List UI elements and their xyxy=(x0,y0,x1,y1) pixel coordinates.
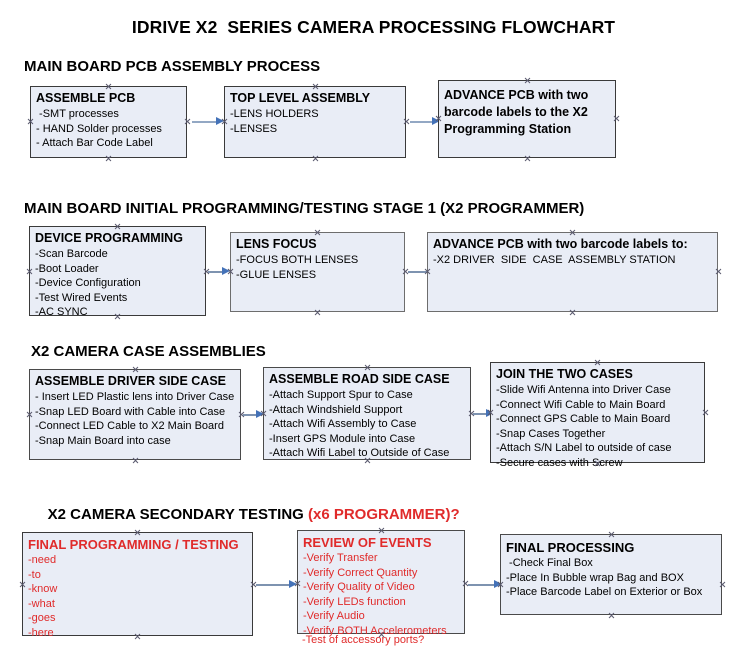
box-title: JOIN THE TWO CASES xyxy=(496,367,633,381)
box-line: -Attach Windshield Support xyxy=(269,403,403,416)
box-line: -Attach Wifi Assembly to Case xyxy=(269,418,417,430)
box-line: -to xyxy=(28,568,41,581)
box-line: -Place In Bubble wrap Bag and BOX xyxy=(506,571,684,584)
box-line: -Insert GPS Module into Case xyxy=(269,432,416,445)
box-line: -Secure cases with Screw xyxy=(496,456,623,469)
box-device-programming[interactable]: DEVICE PROGRAMMING -Scan Barcode -Boot L… xyxy=(29,226,206,318)
box-line: -Verify LEDs function xyxy=(303,595,406,608)
box-title: DEVICE PROGRAMMING xyxy=(35,231,183,245)
box-line: -Attach S/N Label to outside of case xyxy=(496,442,672,454)
box-line: -need xyxy=(28,554,57,566)
box-line: -goes xyxy=(28,612,56,624)
box-line: -Device Configuration xyxy=(35,277,141,289)
box-line: -here xyxy=(28,626,54,639)
section-heading-2: MAIN BOARD INITIAL PROGRAMMING/TESTING S… xyxy=(24,200,585,217)
box-line: -Connect Wifi Cable to Main Board xyxy=(496,398,666,411)
box-title: LENS FOCUS xyxy=(236,237,317,251)
box-line: -Snap Cases Together xyxy=(496,427,606,440)
box-line: -LENS HOLDERS xyxy=(230,108,319,120)
section-heading-4: X2 CAMERA SECONDARY TESTING (x6 PROGRAMM… xyxy=(31,489,460,540)
box-line: -Verify Correct Quantity xyxy=(303,566,418,579)
box-line: -X2 DRIVER SIDE CASE ASSEMBLY STATION xyxy=(433,254,676,266)
arrow-review-to-finalprocessing xyxy=(468,580,502,589)
box-advance-pcb-station[interactable]: ADVANCE PCB with two barcode labels to t… xyxy=(438,80,616,158)
box-line: - Attach Bar Code Label xyxy=(36,137,153,149)
box-title: ADVANCE PCB with two barcode labels to: xyxy=(433,237,688,251)
box-title: ASSEMBLE ROAD SIDE CASE xyxy=(269,372,450,386)
box-assemble-road-side-case[interactable]: ASSEMBLE ROAD SIDE CASE -Attach Support … xyxy=(263,367,471,460)
box-final-programming-testing[interactable]: FINAL PROGRAMMING / TESTING -need -to -k… xyxy=(22,532,253,639)
box-title: FINAL PROCESSING xyxy=(506,540,635,555)
box-line: -Slide Wifi Antenna into Driver Case xyxy=(496,384,671,396)
section-heading-4-accent: (x6 PROGRAMMER)? xyxy=(307,506,460,523)
box-line: -know xyxy=(28,583,58,595)
box-title: REVIEW OF EVENTS xyxy=(303,535,432,550)
box-line: -Verify BOTH Accelerometers xyxy=(303,624,447,637)
box-join-the-two-cases[interactable]: JOIN THE TWO CASES -Slide Wifi Antenna i… xyxy=(490,362,705,469)
box-top-level-assembly[interactable]: TOP LEVEL ASSEMBLY -LENS HOLDERS -LENSES xyxy=(224,86,406,158)
box-line: - Insert LED Plastic lens into Driver Ca… xyxy=(35,391,235,403)
section-heading-3: X2 CAMERA CASE ASSEMBLIES xyxy=(31,343,266,360)
box-advance-pcb-driver-side[interactable]: ADVANCE PCB with two barcode labels to: … xyxy=(427,232,718,312)
box-line: -Test Wired Events xyxy=(35,291,128,304)
box-line: -Verify Quality of Video xyxy=(303,581,415,593)
box-line: -Place Barcode Label on Exterior or Box xyxy=(506,586,703,598)
box-title: TOP LEVEL ASSEMBLY xyxy=(230,91,371,105)
box-line: -what xyxy=(28,597,55,610)
box-line: -Connect GPS Cable to Main Board xyxy=(496,413,671,425)
arrow-finalprog-to-review xyxy=(256,580,297,589)
box-line: -Snap Main Board into case xyxy=(35,434,171,447)
box-assemble-pcb[interactable]: ASSEMBLE PCB -SMT processes - HAND Solde… xyxy=(30,86,187,158)
box-line: -Snap LED Board with Cable into Case xyxy=(35,405,226,418)
box-line: -Connect LED Cable to X2 Main Board xyxy=(35,420,224,432)
section-heading-4-text: X2 CAMERA SECONDARY TESTING xyxy=(47,506,308,523)
box-line: - HAND Solder processes xyxy=(36,122,162,135)
box-line-overflow: -Test of accessory ports? xyxy=(302,634,425,646)
box-line: -Attach Support Spur to Case xyxy=(269,389,413,401)
arrow-toplevel-to-advance xyxy=(410,117,440,126)
box-final-processing[interactable]: FINAL PROCESSING -Check Final Box -Place… xyxy=(500,534,722,615)
box-line: -Verify Transfer xyxy=(303,552,378,564)
box-title: ASSEMBLE PCB xyxy=(36,91,136,105)
arrow-assemble-to-toplevel xyxy=(192,117,224,126)
section-heading-1: MAIN BOARD PCB ASSEMBLY PROCESS xyxy=(24,58,321,75)
page-title: IDRIVE X2 SERIES CAMERA PROCESSING FLOWC… xyxy=(131,17,616,37)
box-title: ASSEMBLE DRIVER SIDE CASE xyxy=(35,374,227,388)
box-assemble-driver-side-case[interactable]: ASSEMBLE DRIVER SIDE CASE - Insert LED P… xyxy=(29,369,241,460)
box-title: FINAL PROGRAMMING / TESTING xyxy=(28,537,239,552)
box-line: -GLUE LENSES xyxy=(236,268,317,281)
box-review-of-events[interactable]: REVIEW OF EVENTS -Verify Transfer -Verif… xyxy=(297,530,465,637)
box-line: -LENSES xyxy=(230,122,278,135)
box-line: -Check Final Box xyxy=(506,557,593,569)
box-line: -AC SYNC xyxy=(35,306,88,318)
box-line: -Attach Wifi Label to Outside of Case xyxy=(269,447,450,459)
box-line: -Boot Loader xyxy=(35,262,99,275)
box-line: -FOCUS BOTH LENSES xyxy=(236,254,359,266)
box-line: -Verify Audio xyxy=(303,610,365,622)
arrow-driverside-to-roadside xyxy=(243,410,264,419)
box-lens-focus[interactable]: LENS FOCUS -FOCUS BOTH LENSES -GLUE LENS… xyxy=(230,232,405,312)
box-title: ADVANCE PCB with two barcode labels to t… xyxy=(444,88,589,136)
arrow-deviceprog-to-lensfocus xyxy=(208,267,230,276)
box-line: -SMT processes xyxy=(36,108,119,120)
box-line: -Scan Barcode xyxy=(35,248,108,260)
